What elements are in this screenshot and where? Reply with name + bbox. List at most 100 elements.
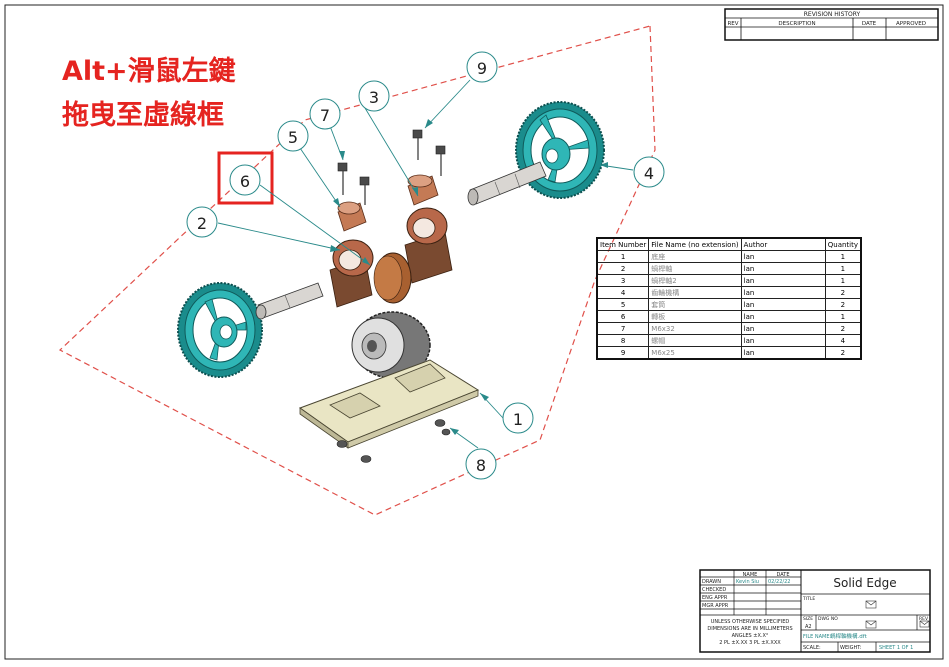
size-label: SIZE [803, 616, 813, 622]
date-column-header: DATE [776, 572, 789, 578]
checked-label: CHECKED [702, 587, 726, 593]
balloon-2[interactable]: 2 [186, 206, 218, 238]
sheet-label: SHEET 1 OF 1 [879, 645, 913, 651]
bom-file-name: 轉板 [648, 310, 742, 323]
bom-author: lan [740, 334, 826, 347]
file-name-value: 蝸桿軸機構.dft [830, 632, 868, 640]
bom-quantity: 2 [824, 346, 862, 360]
bom-author: lan [740, 286, 826, 299]
balloon-1[interactable]: 1 [502, 402, 534, 434]
bom-quantity: 1 [824, 310, 862, 323]
worm-gear [351, 311, 431, 379]
balloon-9[interactable]: 9 [466, 51, 498, 83]
rev-header: REV [727, 21, 738, 27]
bom-quantity: 2 [824, 286, 862, 299]
bom-file-name: M6x25 [648, 346, 742, 360]
note-line-3: ANGLES ±X.X° [732, 633, 769, 639]
bom-file-name: 底座 [648, 250, 742, 263]
leader-arrowheads [330, 119, 608, 435]
eng-appr-label: ENG APPR [702, 595, 728, 601]
size-value: A2 [805, 624, 812, 630]
bom-quantity: 1 [824, 250, 862, 263]
dwg-envelope-icon [865, 620, 877, 629]
bom-item-number: 5 [596, 298, 650, 311]
company-name: Solid Edge [833, 576, 896, 590]
highlight-box [217, 151, 274, 205]
svg-text:3: 3 [369, 88, 379, 107]
bom-item-number: 9 [596, 346, 650, 360]
note-line-4: 2 PL ±X.XX 3 PL ±X.XXX [719, 640, 781, 646]
balloon-7[interactable]: 7 [309, 98, 341, 130]
svg-text:1: 1 [513, 410, 523, 429]
bom-item-number: 7 [596, 322, 650, 335]
bom-item-number: 3 [596, 274, 650, 287]
bom-header-item-number: Item Number [596, 237, 650, 251]
bom-quantity: 1 [824, 274, 862, 287]
dwg-label: DWG NO [818, 616, 838, 622]
balloon-3[interactable]: 3 [358, 80, 390, 112]
balloon-4[interactable]: 4 [633, 156, 665, 188]
bolts [337, 129, 446, 205]
bom-author: lan [740, 322, 826, 335]
note-line-2: DIMENSIONS ARE IN MILLIMETERS [707, 626, 792, 632]
bom-author: lan [740, 262, 826, 275]
title-label: TITLE [802, 596, 815, 602]
approved-header: APPROVED [896, 21, 926, 27]
balloon-5[interactable]: 5 [277, 120, 309, 152]
bom-quantity: 2 [824, 322, 862, 335]
bom-header-author: Author [740, 237, 826, 251]
drawn-label: DRAWN [702, 579, 721, 585]
bom-item-number: 8 [596, 334, 650, 347]
weight-label: WEIGHT: [840, 645, 862, 651]
title-envelope-icon [865, 600, 877, 609]
bom-quantity: 4 [824, 334, 862, 347]
date-header: DATE [862, 21, 877, 27]
right-shaft [467, 161, 547, 206]
svg-text:2: 2 [197, 214, 207, 233]
svg-text:4: 4 [644, 164, 654, 183]
bom-file-name: 齒輪機構 [648, 286, 742, 299]
mgr-appr-label: MGR APPR [702, 603, 729, 609]
bom-header-quantity: Quantity [824, 237, 862, 251]
file-name-label: FILE NAME: [803, 634, 832, 640]
name-header: NAME [743, 572, 758, 578]
bom-author: lan [740, 298, 826, 311]
bom-item-number: 6 [596, 310, 650, 323]
bom-header-row: Item Number File Name (no extension) Aut… [596, 237, 862, 251]
svg-text:5: 5 [288, 128, 298, 147]
dashed-selection-frame [58, 25, 656, 516]
bom-table: Item Number File Name (no extension) Aut… [596, 237, 862, 360]
note-line-1: UNLESS OTHERWISE SPECIFIED [711, 619, 790, 625]
instruction-line-1: Alt+滑鼠左鍵 [62, 56, 236, 87]
sleeves [337, 174, 439, 232]
right-gear [515, 101, 605, 199]
revision-history-block: REVISION HISTORY REV DESCRIPTION DATE AP… [724, 8, 939, 41]
nuts [336, 419, 451, 463]
bom-author: lan [740, 310, 826, 323]
bom-item-number: 4 [596, 286, 650, 299]
bom-file-name: 螺帽 [648, 334, 742, 347]
bom-file-name: M6x32 [648, 322, 742, 335]
bom-file-name: 套筒 [648, 298, 742, 311]
balloon-8[interactable]: 8 [465, 448, 497, 480]
bom-file-name: 蝸桿軸2 [648, 274, 742, 287]
drawn-date: 02/22/22 [768, 579, 790, 585]
bom-quantity: 1 [824, 262, 862, 275]
scale-label: SCALE: [803, 645, 821, 651]
svg-text:9: 9 [477, 59, 487, 78]
title-block: NAME DATE DRAWN CHECKED ENG APPR MGR APP… [699, 569, 931, 653]
bom-header-file-name: File Name (no extension) [648, 237, 742, 251]
svg-text:7: 7 [320, 106, 330, 125]
svg-text:8: 8 [476, 456, 486, 475]
balloon-6[interactable]: 6 [229, 164, 261, 196]
bearing-blocks [329, 207, 453, 308]
bom-item-number: 1 [596, 250, 650, 263]
